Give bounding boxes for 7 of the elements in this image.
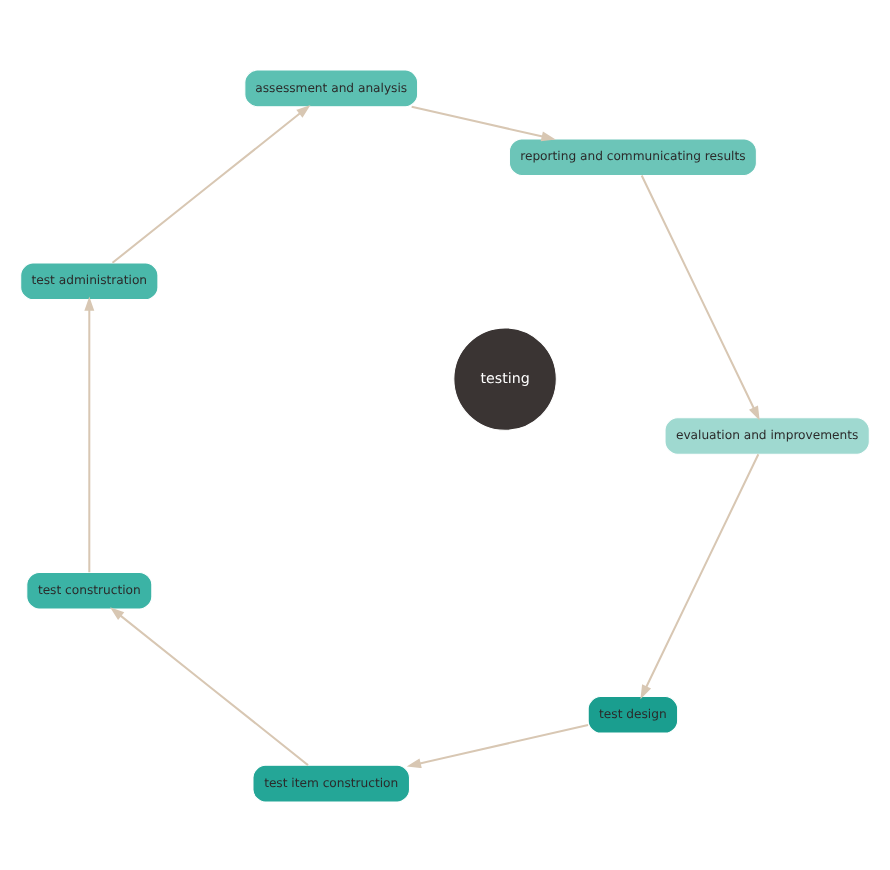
arrow — [84, 295, 95, 572]
arrow — [406, 723, 589, 768]
arrow — [111, 103, 311, 263]
arrow — [110, 606, 309, 765]
arrow — [640, 452, 760, 699]
arrow — [640, 174, 760, 420]
arrow — [411, 104, 556, 141]
